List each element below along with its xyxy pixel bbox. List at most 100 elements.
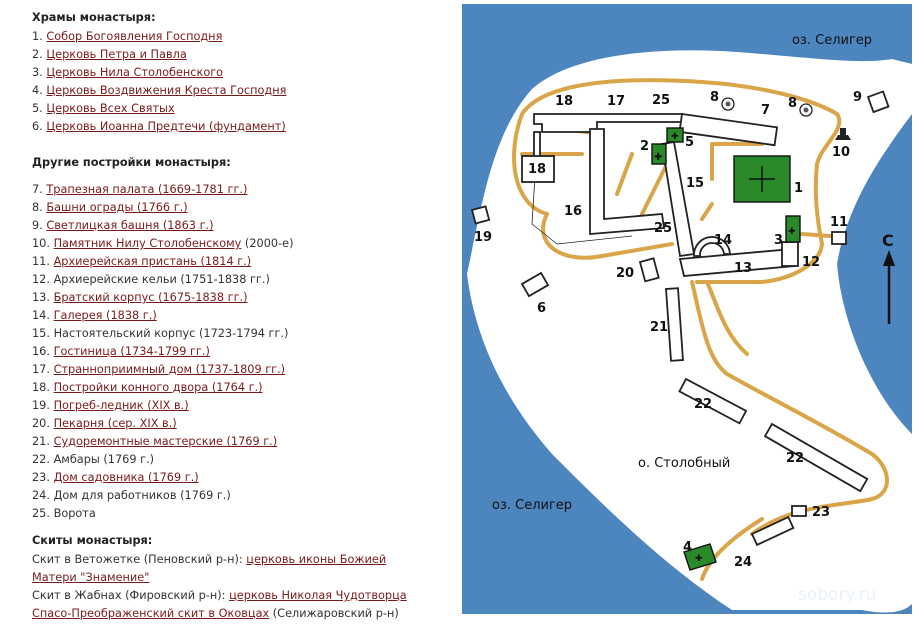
- item-text: Архиерейские кельи (1751-1838 гг.): [53, 273, 270, 286]
- label-4: 4: [683, 540, 692, 555]
- island-land: [467, 50, 912, 613]
- skete-link[interactable]: Спасо-Преображенский скит в Оковцах: [32, 607, 270, 620]
- item-number: 16.: [32, 345, 50, 358]
- building-list-item: 19. Погреб-ледник (XIX в.): [32, 397, 432, 415]
- skete-link[interactable]: церковь Николая Чудотворца: [229, 589, 407, 602]
- building-20: [638, 257, 660, 283]
- item-number: 18.: [32, 381, 50, 394]
- item-number: 8.: [32, 201, 43, 214]
- cross-icon: ✚: [671, 132, 679, 142]
- item-link[interactable]: Судоремонтные мастерские (1769 г.): [53, 435, 278, 448]
- label-13: 13: [734, 261, 752, 276]
- item-link[interactable]: Галерея (1838 г.): [53, 309, 157, 322]
- label-7: 7: [761, 103, 770, 118]
- outer-road: [512, 78, 842, 284]
- item-link[interactable]: Церковь Всех Святых: [46, 102, 175, 115]
- label-1: 1: [794, 181, 803, 196]
- cross-icon: [749, 166, 775, 192]
- east-pier-path: [800, 232, 832, 238]
- building-24: [750, 515, 795, 547]
- item-text: Амбары (1769 г.): [53, 453, 155, 466]
- yard-outline: [531, 143, 633, 245]
- item-link[interactable]: Собор Богоявления Господня: [46, 30, 223, 43]
- item-number: 10.: [32, 237, 50, 250]
- item-link[interactable]: Братский корпус (1675-1838 гг.): [53, 291, 248, 304]
- label-15: 15: [686, 176, 704, 191]
- inner-road-south: [705, 280, 749, 356]
- building-list-item: 22. Амбары (1769 г.): [32, 451, 432, 469]
- item-link[interactable]: Церковь Иоанна Предтечи (фундамент): [46, 120, 286, 133]
- item-number: 12.: [32, 273, 50, 286]
- item-number: 3.: [32, 66, 43, 79]
- lake-top-label: оз. Селигер: [792, 33, 872, 48]
- label-8a: 8: [710, 90, 719, 105]
- north-path: [700, 142, 764, 221]
- building-list-item: 13. Братский корпус (1675-1838 гг.): [32, 289, 432, 307]
- monastery-map: ✚ ✚ ✚ ✚ оз. Селигер оз. Селигер о. Столо…: [462, 4, 912, 614]
- item-link[interactable]: Дом садовника (1769 г.): [53, 471, 199, 484]
- item-text: Ворота: [53, 507, 96, 520]
- building-23: [791, 505, 807, 517]
- item-link[interactable]: Церковь Петра и Павла: [46, 48, 187, 61]
- item-link[interactable]: Гостиница (1734-1799 гг.): [53, 345, 210, 358]
- building-21: [665, 287, 684, 362]
- cross-icon: ✚: [654, 152, 662, 163]
- item-number: 25.: [32, 507, 50, 520]
- item-link[interactable]: Светлицкая башня (1863 г.): [46, 219, 214, 232]
- item-link[interactable]: Памятник Нилу Столобенскому: [53, 237, 242, 250]
- inner-road-west: [541, 212, 674, 260]
- item-number: 6.: [32, 120, 43, 133]
- item-number: 19.: [32, 399, 50, 412]
- building-list-item: 20. Пекарня (сер. XIX в.): [32, 415, 432, 433]
- label-11: 11: [830, 215, 848, 230]
- item-link[interactable]: Церковь Нила Столобенского: [46, 66, 224, 79]
- item-number: 11.: [32, 255, 50, 268]
- item-link[interactable]: Башни ограды (1766 г.): [46, 201, 188, 214]
- item-link[interactable]: Трапезная палата (1669-1781 гг.): [46, 183, 248, 196]
- building-22a: [678, 377, 748, 425]
- item-link[interactable]: Церковь Воздвижения Креста Господня: [46, 84, 287, 97]
- label-21: 21: [650, 320, 668, 335]
- label-8b: 8: [788, 96, 797, 111]
- item-number: 15.: [32, 327, 50, 340]
- item-number: 22.: [32, 453, 50, 466]
- building-16: [589, 128, 666, 235]
- cross-icon: ✚: [695, 554, 703, 564]
- north-label: С: [882, 231, 894, 250]
- sketes-list: Скит в Ветожетке (Пеновский р-н): церков…: [32, 551, 432, 623]
- sketes-title: Скиты монастыря:: [32, 534, 153, 547]
- tower-icon: [803, 107, 809, 113]
- item-link[interactable]: Странноприимный дом (1737-1809 гг.): [53, 363, 286, 376]
- church-2: [651, 143, 667, 165]
- building-list-item: 17. Странноприимный дом (1737-1809 гг.): [32, 361, 432, 379]
- item-number: 17.: [32, 363, 50, 376]
- lake-left-label: оз. Селигер: [492, 498, 572, 513]
- item-number: 13.: [32, 291, 50, 304]
- main-south-road: [690, 280, 889, 536]
- item-text: (2000-е): [241, 237, 294, 250]
- label-24: 24: [734, 555, 752, 570]
- item-link[interactable]: Архиерейская пристань (1814 г.): [53, 255, 252, 268]
- item-link[interactable]: Постройки конного двора (1764 г.): [53, 381, 263, 394]
- skete-link[interactable]: церковь иконы Божией Матери "Знамение": [32, 553, 387, 584]
- label-9: 9: [853, 90, 862, 105]
- item-link[interactable]: Погреб-ледник (XIX в.): [53, 399, 189, 412]
- building-list-item: 25. Ворота: [32, 505, 432, 523]
- lower-path: [700, 517, 764, 581]
- building-list-item: 7. Трапезная палата (1669-1781 гг.): [32, 181, 432, 199]
- building-9-tower: [866, 90, 890, 114]
- label-5: 5: [685, 135, 694, 150]
- temple-list-item: 2. Церковь Петра и Павла: [32, 46, 432, 64]
- church-5: [666, 127, 684, 143]
- legend-column: Храмы монастыря: 1. Собор Богоявления Го…: [32, 8, 432, 623]
- label-12: 12: [802, 255, 820, 270]
- building-12: [781, 241, 799, 267]
- label-19: 19: [474, 230, 492, 245]
- label-14: 14: [714, 233, 732, 248]
- building-list-item: 16. Гостиница (1734-1799 гг.): [32, 343, 432, 361]
- item-link[interactable]: Пекарня (сер. XIX в.): [53, 417, 177, 430]
- building-list-item: 9. Светлицкая башня (1863 г.): [32, 217, 432, 235]
- skete-list-item: Скит в Жабнах (Фировский р-н): церковь Н…: [32, 587, 432, 605]
- label-10: 10: [832, 145, 850, 160]
